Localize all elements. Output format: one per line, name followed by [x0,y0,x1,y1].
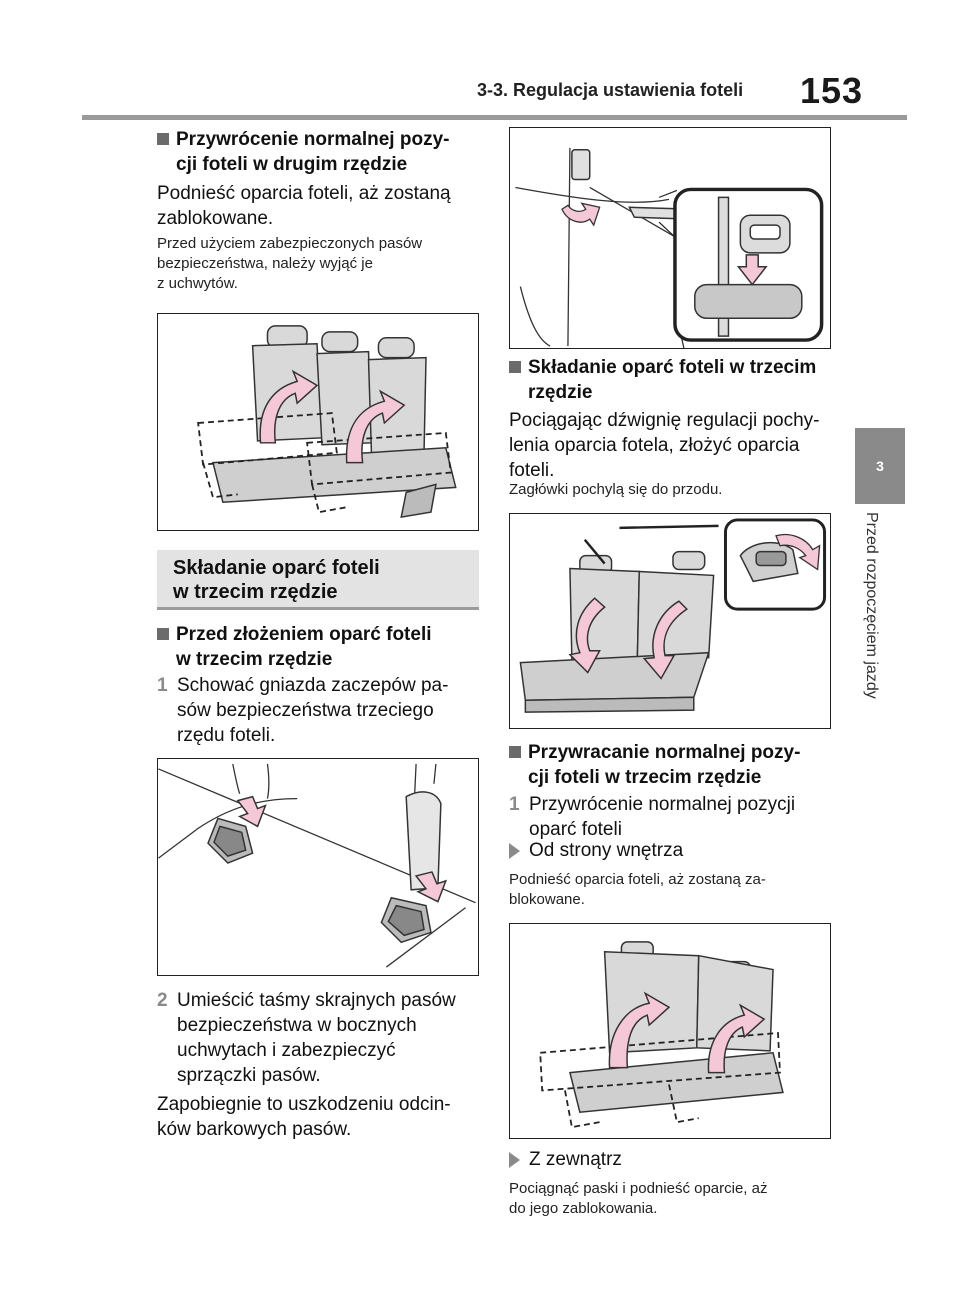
figure-third-row-folding [509,513,831,729]
strap-pull-illustration [515,147,824,348]
left-step-1: 1 Schować gniazda zaczepów pa- sów bezpi… [157,675,449,746]
figure-buckle-holders [157,758,479,976]
inside-note: Podnieść oparcia foteli, aż zostaną za- … [509,871,766,908]
left-heading-1: Przywrócenie normalnej pozy- cji foteli … [157,127,487,177]
section-heading-third-row: Składanie oparć foteli w trzecim rzędzie [157,550,479,610]
bullet-square-icon [509,746,521,758]
chapter-side-label: Przed rozpoczęciem jazdy [863,512,892,732]
outside-label: Z zewnątrz [509,1147,839,1172]
right-note-1: Zagłówki pochylą się do przodu. [509,481,723,498]
header-rule [82,115,907,120]
figure-strap-pull [509,127,831,349]
chapter-side-label-text: Przed rozpoczęciem jazdy [863,512,880,699]
buckle-holder-illustration [158,763,476,968]
right-heading-1: Składanie oparć foteli w trzecim rzędzie [509,355,839,405]
chapter-tab: 3 [855,428,905,504]
bullet-square-icon [157,628,169,640]
left-paragraph-2: Zapobiegnie to uszkodzeniu odcin- ków ba… [157,1094,451,1140]
left-heading-2: Przed złożeniem oparć foteli w trzecim r… [157,622,487,672]
section-header-title: 3-3. Regulacja ustawienia foteli [477,80,744,100]
left-step-2: 2 Umieścić taśmy skrajnych pasów bezpiec… [157,990,456,1086]
page-number: 153 [800,70,864,111]
curved-arrow-icon [775,533,821,571]
triangle-bullet-icon [509,843,520,859]
figure-second-row-seats [157,313,479,531]
figure-third-row-raising [509,923,831,1139]
third-row-raising-illustration [539,941,784,1129]
right-paragraph-1: Pociągając dźwignię regulacji pochy- len… [509,410,820,481]
left-paragraph-1: Podnieść oparcia foteli, aż zostaną zabl… [157,183,451,229]
right-step-1: 1 Przywrócenie normalnej pozycji oparć f… [509,794,796,840]
third-row-folding-illustration [519,518,827,713]
inside-label: Od strony wnętrza [509,838,839,863]
triangle-bullet-icon [509,1152,520,1168]
outside-note: Pociągnąć paski i podnieść oparcie, aż d… [509,1180,768,1217]
bullet-square-icon [509,361,521,373]
left-note-1: Przed użyciem zabezpieczonych pasów bezp… [157,235,423,292]
curved-arrow-icon [561,202,601,227]
right-heading-2: Przywracanie normalnej pozy- cji foteli … [509,740,839,790]
down-arrow-icon [736,254,768,286]
bullet-square-icon [157,133,169,145]
second-row-seat-illustration [197,325,457,519]
